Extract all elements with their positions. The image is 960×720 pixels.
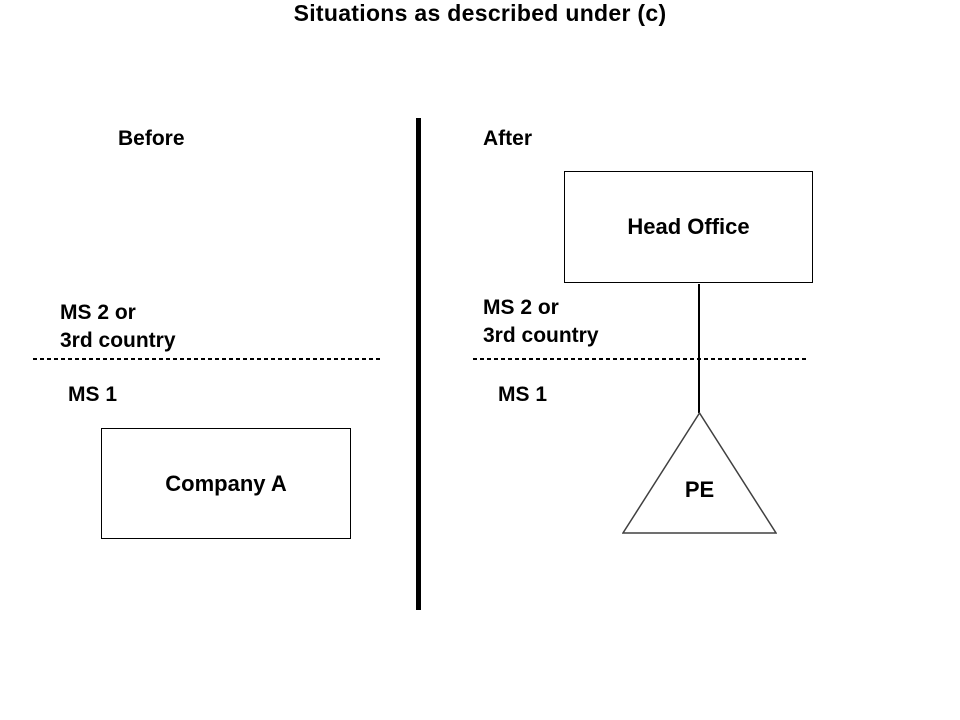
- before-ms2-line1: MS 2 or: [60, 301, 136, 324]
- company-a-box: Company A: [101, 428, 351, 539]
- after-border-dashed-line: [473, 358, 807, 360]
- section-divider-line: [416, 118, 421, 610]
- pe-label: PE: [684, 477, 715, 502]
- before-ms2-label: MS 2 or 3rd country: [60, 299, 176, 355]
- after-ms1-label: MS 1: [498, 383, 548, 406]
- head-office-box: Head Office: [564, 171, 813, 283]
- company-a-label: Company A: [165, 470, 287, 496]
- after-ms2-label: MS 2 or 3rd country: [483, 294, 599, 350]
- before-ms2-line2: 3rd country: [60, 329, 176, 352]
- before-label: Before: [118, 127, 185, 150]
- after-label: After: [483, 127, 533, 150]
- diagram-title: Situations as described under (c): [293, 0, 667, 26]
- head-office-label: Head Office: [627, 214, 750, 239]
- before-ms1-label: MS 1: [68, 383, 118, 406]
- after-ms2-line2: 3rd country: [483, 324, 599, 347]
- head-office-pe-connector-line: [698, 284, 700, 413]
- after-ms2-line1: MS 2 or: [483, 296, 559, 319]
- before-border-dashed-line: [33, 358, 383, 360]
- pe-triangle-shape: [622, 412, 777, 534]
